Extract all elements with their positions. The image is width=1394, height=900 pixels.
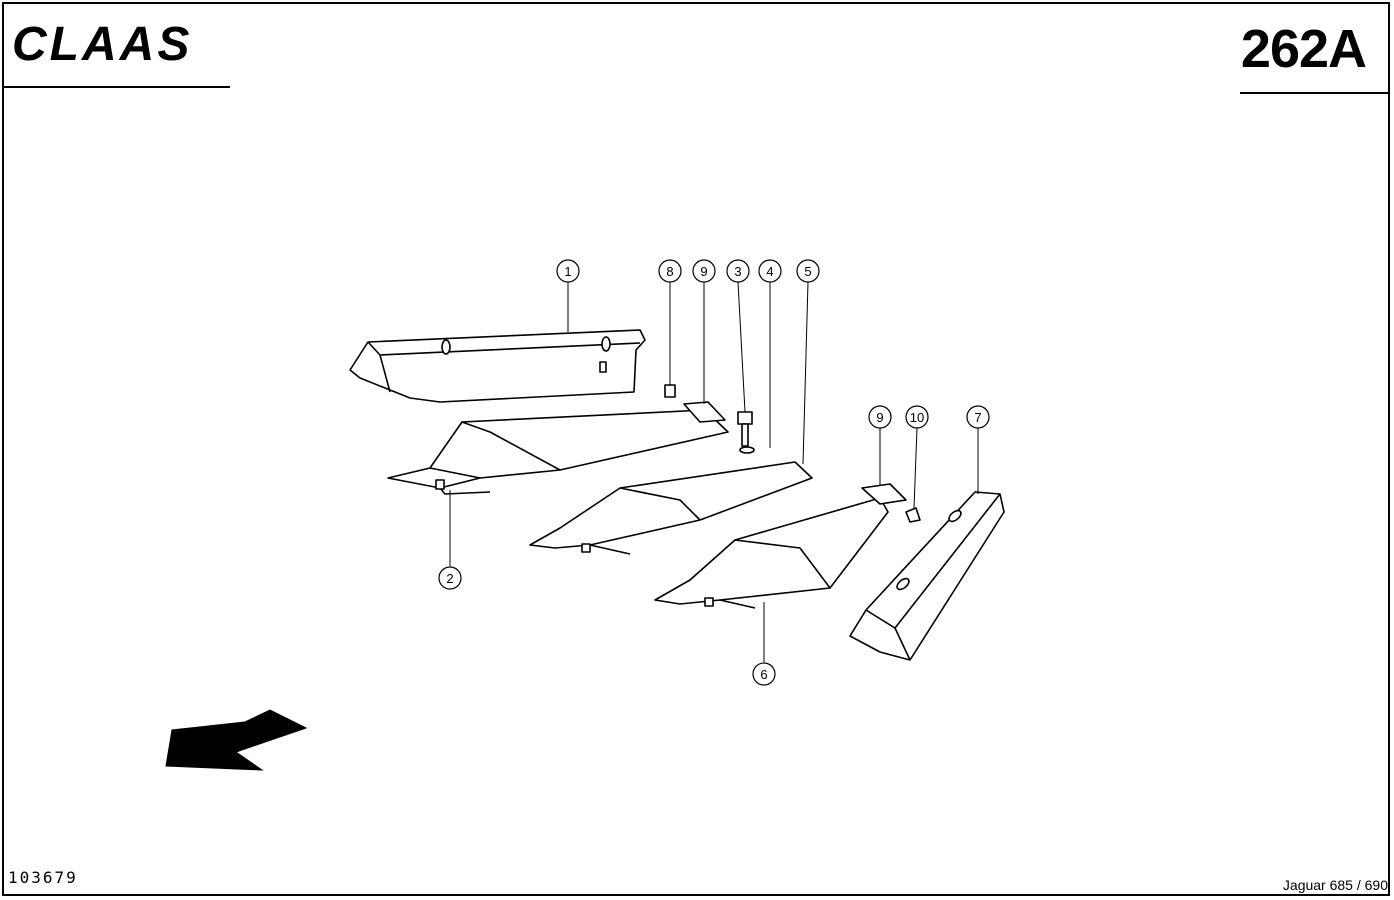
callout-9: 9 <box>692 259 716 283</box>
page-number: 262A <box>1240 19 1367 79</box>
svg-text:2: 2 <box>446 571 453 586</box>
part-1-cover <box>349 329 646 403</box>
logo-underline <box>4 86 230 88</box>
part-3-bolt-head <box>737 411 753 425</box>
svg-text:9: 9 <box>700 264 707 279</box>
callout-7: 7 <box>966 405 990 429</box>
svg-text:4: 4 <box>766 264 773 279</box>
svg-text:3: 3 <box>734 264 741 279</box>
part-8-nut <box>664 384 676 398</box>
part-6-skid <box>654 497 889 609</box>
part-5-skid <box>529 461 813 555</box>
part-2-skid <box>387 409 729 495</box>
callout-10: 10 <box>905 405 929 429</box>
callouts: 1 8 9 3 4 5 9 10 7 2 6 <box>438 259 990 686</box>
svg-text:9: 9 <box>876 410 883 425</box>
part-3-bolt-shank <box>741 423 749 447</box>
model-label: Jaguar 685 / 690 <box>1282 877 1388 893</box>
direction-arrow-icon <box>165 709 308 771</box>
part-9-clamp <box>683 401 726 423</box>
callout-8: 8 <box>658 259 682 283</box>
part-9b-clamp <box>861 483 907 505</box>
callout-3: 3 <box>726 259 750 283</box>
callout-2: 2 <box>438 566 462 590</box>
svg-text:6: 6 <box>760 667 767 682</box>
callout-6: 6 <box>752 662 776 686</box>
callout-9b: 9 <box>868 405 892 429</box>
part-10-nut <box>905 507 921 523</box>
claas-logo: CLAAS <box>12 20 192 66</box>
svg-text:10: 10 <box>910 410 924 425</box>
callout-5: 5 <box>796 259 820 283</box>
part-4-washer <box>739 446 755 454</box>
svg-text:1: 1 <box>564 264 571 279</box>
svg-text:8: 8 <box>666 264 673 279</box>
part-7-cover <box>849 491 1005 661</box>
callout-4: 4 <box>758 259 782 283</box>
svg-text:5: 5 <box>804 264 811 279</box>
leader-lines <box>449 281 979 662</box>
brand-text: CLAAS <box>12 20 192 66</box>
callout-1: 1 <box>556 259 580 283</box>
page-number-underline <box>1240 92 1390 94</box>
document-id: 103679 <box>8 868 78 887</box>
svg-text:7: 7 <box>974 410 981 425</box>
